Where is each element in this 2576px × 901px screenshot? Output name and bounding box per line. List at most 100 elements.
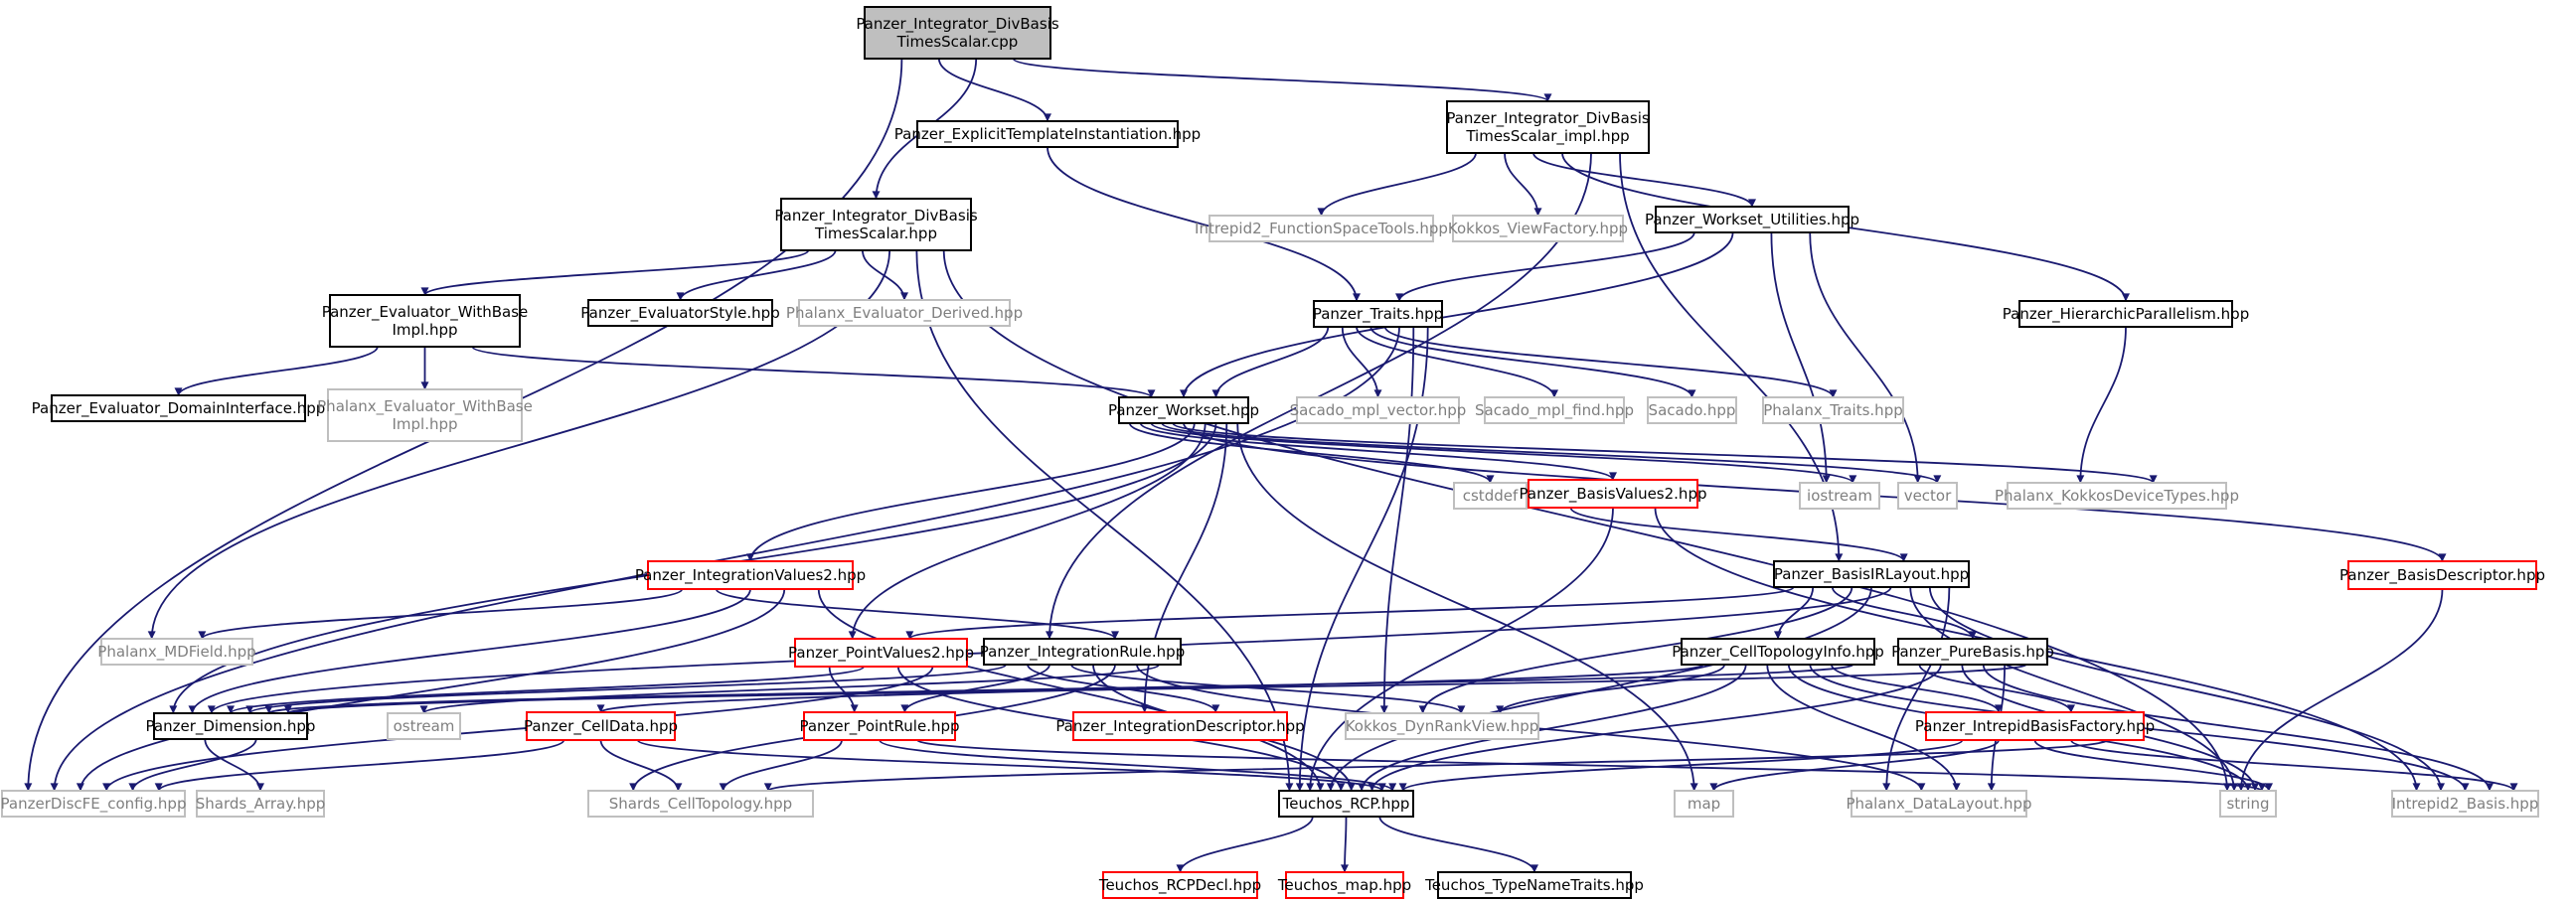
edge-cti-to-rcp bbox=[1358, 664, 1747, 792]
node-box bbox=[798, 299, 1011, 327]
node-edi[interactable]: Panzer_Evaluator_DomainInterface.hpp bbox=[32, 394, 326, 422]
node-box bbox=[526, 711, 676, 741]
node-label: Intrepid2_FunctionSpaceTools.hpp bbox=[1195, 220, 1448, 238]
edge-pb-to-rcp bbox=[1368, 664, 1942, 792]
node-hpp[interactable]: Panzer_Integrator_DivBasisTimesScalar.hp… bbox=[774, 198, 978, 251]
node-label: Panzer_BasisDescriptor.hpp bbox=[2339, 566, 2545, 585]
node-box bbox=[1313, 300, 1443, 328]
edge-wsu-to-iostream bbox=[1770, 231, 1831, 484]
node-label: Panzer_Traits.hpp bbox=[1313, 305, 1443, 324]
node-label: TimesScalar.hpp bbox=[814, 225, 937, 242]
node-box bbox=[864, 6, 1051, 60]
node-iv2[interactable]: Panzer_IntegrationValues2.hpp bbox=[635, 560, 866, 590]
edge-pr-to-string bbox=[916, 739, 2266, 792]
node-birl[interactable]: Panzer_BasisIRLayout.hpp bbox=[1773, 560, 1970, 588]
node-label: Panzer_Workset_Utilities.hpp bbox=[1645, 211, 1859, 229]
node-ws[interactable]: Panzer_Workset.hpp bbox=[1108, 396, 1259, 424]
file-nodes: Panzer_Integrator_DivBasisTimesScalar.cp… bbox=[1, 6, 2545, 899]
node-label: Panzer_Dimension.hpp bbox=[146, 717, 316, 736]
node-label: Phalanx_KokkosDeviceTypes.hpp bbox=[1995, 487, 2239, 506]
node-wsu[interactable]: Panzer_Workset_Utilities.hpp bbox=[1645, 206, 1859, 233]
node-label: Sacado.hpp bbox=[1649, 401, 1736, 419]
node-sa: Shards_Array.hpp bbox=[196, 790, 325, 818]
node-label: Phalanx_Evaluator_WithBase bbox=[317, 397, 533, 416]
edge-rcp-to-tmap bbox=[1341, 816, 1350, 873]
node-box bbox=[1484, 396, 1625, 424]
node-label: iostream bbox=[1807, 487, 1872, 505]
node-pv2[interactable]: Panzer_PointValues2.hpp bbox=[788, 638, 974, 668]
edge-ir-to-pr bbox=[900, 664, 1050, 713]
node-box bbox=[1072, 711, 1288, 741]
node-box bbox=[1681, 638, 1875, 666]
node-label: Panzer_IntegrationValues2.hpp bbox=[635, 566, 866, 585]
node-box bbox=[329, 294, 521, 348]
edge-implh-to-wsu bbox=[1532, 152, 1756, 208]
node-rcpdecl[interactable]: Teuchos_RCPDecl.hpp bbox=[1098, 871, 1261, 899]
edge-eti-to-traits bbox=[1046, 146, 1361, 302]
node-box bbox=[1278, 790, 1414, 818]
edge-birl-to-pv2 bbox=[905, 586, 1795, 640]
node-box bbox=[1528, 479, 1698, 509]
node-bv2[interactable]: Panzer_BasisValues2.hpp bbox=[1520, 479, 1707, 509]
node-box bbox=[51, 394, 306, 422]
node-implh[interactable]: Panzer_Integrator_DivBasisTimesScalar_im… bbox=[1446, 100, 1650, 154]
edge-ws-to-vector bbox=[1161, 422, 1942, 484]
node-i2b: Intrepid2_Basis.hpp bbox=[2391, 790, 2539, 818]
node-es[interactable]: Panzer_EvaluatorStyle.hpp bbox=[580, 299, 780, 327]
node-label: Panzer_Integrator_DivBasis bbox=[856, 15, 1059, 34]
node-box bbox=[780, 198, 972, 251]
node-bd[interactable]: Panzer_BasisDescriptor.hpp bbox=[2339, 560, 2545, 590]
node-label: Panzer_BasisIRLayout.hpp bbox=[1774, 565, 1969, 584]
edge-birl-to-kdrv bbox=[1418, 586, 1853, 714]
node-label: Teuchos_RCP.hpp bbox=[1282, 795, 1410, 814]
node-string: string bbox=[2219, 790, 2277, 818]
node-box bbox=[794, 638, 968, 668]
node-eti[interactable]: Panzer_ExplicitTemplateInstantiation.hpp bbox=[894, 120, 1201, 148]
node-box bbox=[1452, 215, 1624, 242]
node-rcp[interactable]: Teuchos_RCP.hpp bbox=[1278, 790, 1414, 818]
edge-ibf-to-map bbox=[1709, 739, 2000, 792]
edge-birl-to-pb bbox=[1831, 586, 1977, 640]
node-cstddef: cstddef bbox=[1453, 482, 1528, 510]
node-label: Teuchos_RCPDecl.hpp bbox=[1098, 876, 1261, 895]
edge-rcp-to-tnt bbox=[1378, 816, 1538, 873]
node-label: Teuchos_map.hpp bbox=[1277, 876, 1411, 895]
node-cti[interactable]: Panzer_CellTopologyInfo.hpp bbox=[1672, 638, 1884, 666]
edge-cd-to-pdfe bbox=[154, 739, 565, 792]
edge-traits-to-pht bbox=[1383, 326, 1838, 398]
node-map: map bbox=[1674, 790, 1734, 818]
node-ibf[interactable]: Panzer_IntrepidBasisFactory.hpp bbox=[1915, 711, 2155, 741]
node-iostream: iostream bbox=[1799, 482, 1880, 510]
node-cd[interactable]: Panzer_CellData.hpp bbox=[524, 711, 678, 741]
node-label: Panzer_ExplicitTemplateInstantiation.hpp bbox=[894, 125, 1201, 144]
edge-dim-to-pdfe bbox=[128, 738, 257, 792]
node-label: cstddef bbox=[1463, 487, 1519, 505]
node-pb[interactable]: Panzer_PureBasis.hpp bbox=[1891, 638, 2054, 666]
node-label: Panzer_PointValues2.hpp bbox=[788, 644, 974, 663]
edge-traits-to-smv bbox=[1341, 326, 1382, 398]
node-tnt[interactable]: Teuchos_TypeNameTraits.hpp bbox=[1424, 871, 1644, 899]
node-box bbox=[1102, 871, 1258, 899]
node-label: Phalanx_MDField.hpp bbox=[97, 643, 255, 662]
node-dim[interactable]: Panzer_Dimension.hpp bbox=[146, 712, 316, 740]
edge-wsu-to-ws bbox=[1180, 231, 1734, 398]
node-pr[interactable]: Panzer_PointRule.hpp bbox=[799, 711, 960, 741]
edge-ibf-to-sct bbox=[764, 739, 2109, 792]
node-root: Panzer_Integrator_DivBasisTimesScalar.cp… bbox=[856, 6, 1059, 60]
node-traits[interactable]: Panzer_Traits.hpp bbox=[1313, 300, 1443, 328]
node-box bbox=[2391, 790, 2539, 818]
edge-ewb-to-ws bbox=[471, 346, 1156, 398]
node-box bbox=[153, 712, 308, 740]
node-label: Panzer_IntegrationDescriptor.hpp bbox=[1055, 717, 1304, 736]
edge-bd-to-string bbox=[2237, 588, 2444, 792]
node-box bbox=[2219, 790, 2277, 818]
node-hp[interactable]: Panzer_HierarchicParallelism.hpp bbox=[2003, 300, 2249, 328]
node-smv: Sacado_mpl_vector.hpp bbox=[1290, 396, 1466, 424]
node-tmap[interactable]: Teuchos_map.hpp bbox=[1277, 871, 1411, 899]
node-label: Panzer_CellData.hpp bbox=[524, 717, 678, 736]
edge-wsu-to-vector bbox=[1809, 231, 1922, 484]
node-idesc[interactable]: Panzer_IntegrationDescriptor.hpp bbox=[1055, 711, 1305, 741]
node-ir[interactable]: Panzer_IntegrationRule.hpp bbox=[980, 638, 1185, 666]
edge-ws-to-idesc bbox=[1140, 422, 1228, 713]
